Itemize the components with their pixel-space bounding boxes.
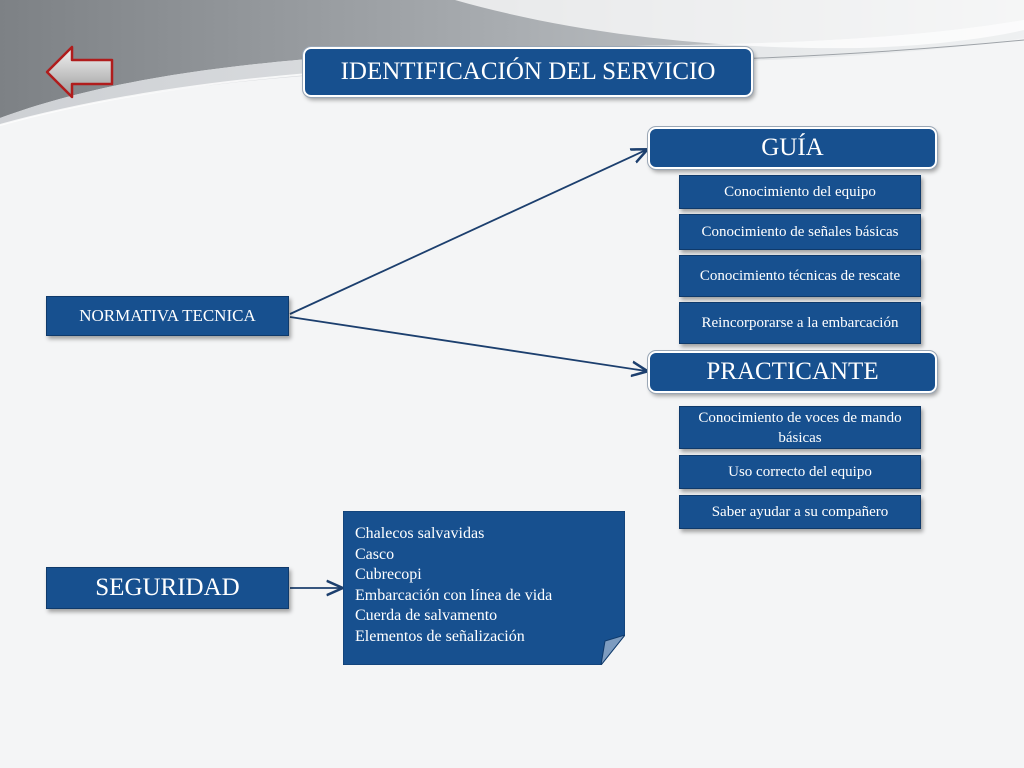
- guia-item: Conocimiento de señales básicas: [679, 214, 921, 250]
- equipment-item: Cuerda de salvamento: [355, 607, 498, 624]
- practicante-box: PRACTICANTE: [647, 350, 938, 394]
- arrow-to-guia: [289, 150, 646, 315]
- seguridad-box: SEGURIDAD: [46, 567, 289, 609]
- guia-item: Reincorporarse a la embarcación: [679, 302, 921, 344]
- back-button[interactable]: [44, 44, 116, 100]
- equipment-note: [343, 511, 625, 665]
- equipment-item: Casco: [355, 545, 395, 563]
- equipment-item: Elementos de señalización: [355, 627, 525, 645]
- practicante-item: Saber ayudar a su compañero: [679, 495, 921, 529]
- equipment-item: Chalecos salvavidas: [355, 525, 485, 542]
- back-arrow-icon: [45, 45, 114, 99]
- guia-box: GUÍA: [647, 126, 938, 170]
- guia-item: Conocimiento técnicas de rescate: [679, 255, 921, 297]
- practicante-item: Uso correcto del equipo: [679, 455, 921, 489]
- normativa-tecnica-box: NORMATIVA TECNICA: [46, 296, 289, 336]
- equipment-list: Chalecos salvavidas Casco Cubrecopi Emba…: [355, 524, 552, 647]
- guia-item: Conocimiento del equipo: [679, 175, 921, 209]
- equipment-item: Cubrecopi: [355, 566, 422, 583]
- page-title: IDENTIFICACIÓN DEL SERVICIO: [302, 46, 754, 98]
- arrow-to-practicante: [289, 316, 646, 371]
- practicante-item: Conocimiento de voces de mando básicas: [679, 406, 921, 449]
- equipment-item: Embarcación con línea de vida: [355, 586, 553, 604]
